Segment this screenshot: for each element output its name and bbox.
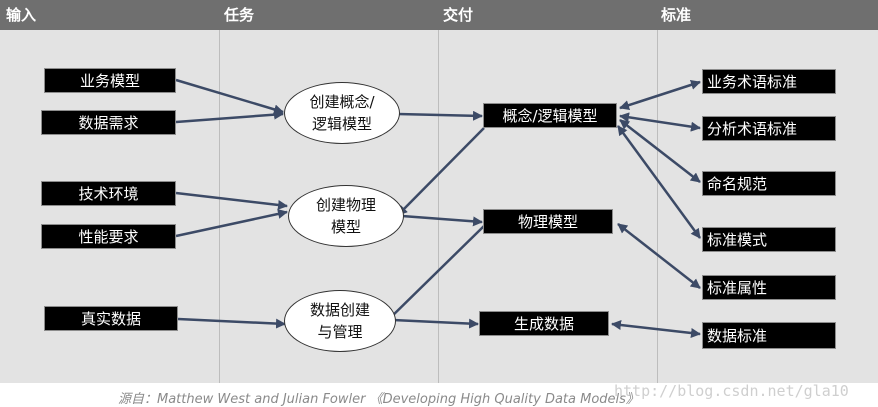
header-deliverable: 交付	[443, 6, 474, 24]
standard-patterns: 标准模式	[702, 227, 836, 252]
arrow-naming	[619, 119, 701, 183]
task-create-manage-data: 数据创建 与管理	[284, 290, 396, 352]
arrow-tech-to-physical	[175, 191, 288, 210]
header-standard: 标准	[661, 6, 692, 24]
arrow-data-standards	[611, 320, 701, 338]
arrow-model-to-physical-task	[397, 127, 485, 216]
standard-naming: 命名规范	[702, 171, 836, 196]
arrow-conceptual-to-model	[397, 110, 483, 121]
input-data-requirements: 数据需求	[41, 110, 176, 135]
arrow-business-to-conceptual	[175, 78, 284, 115]
header-bar	[0, 0, 878, 30]
input-business-model: 业务模型	[44, 68, 176, 93]
arrow-physical-task-to-physical-model	[401, 214, 483, 227]
deliverable-generated-data: 生成数据	[479, 311, 609, 336]
task-create-physical: 创建物理 模型	[288, 185, 404, 247]
arrow-attributes	[617, 223, 701, 289]
arrow-patterns	[616, 125, 702, 239]
standard-attributes: 标准属性	[702, 275, 836, 300]
input-performance-requirements: 性能要求	[41, 224, 176, 249]
arrow-manage-to-generated	[392, 318, 479, 329]
source-caption: 源自：Matthew West and Julian Fowler 《Devel…	[118, 392, 639, 407]
arrow-analysis-terms	[619, 112, 701, 132]
arrow-performance-to-physical	[175, 209, 288, 238]
arrow-physical-model-to-manage	[385, 225, 485, 323]
header-task: 任务	[224, 6, 255, 24]
standard-analysis-terms: 分析术语标准	[702, 116, 836, 141]
arrow-requirements-to-conceptual	[175, 109, 284, 124]
arrow-realdata-to-manage	[177, 317, 286, 329]
column-divider	[219, 30, 220, 383]
arrow-business-terms	[619, 80, 701, 110]
input-real-data: 真实数据	[44, 306, 178, 331]
watermark: http://blog.csdn.net/gla10	[614, 382, 849, 400]
deliverable-conceptual-logical-model: 概念/逻辑模型	[483, 103, 617, 128]
deliverable-physical-model: 物理模型	[483, 209, 613, 234]
standard-business-terms: 业务术语标准	[702, 69, 836, 94]
standard-data-standards: 数据标准	[702, 322, 836, 349]
column-divider	[438, 30, 439, 383]
task-create-conceptual-logical: 创建概念/ 逻辑模型	[284, 82, 400, 144]
header-input: 输入	[6, 6, 37, 24]
input-tech-environment: 技术环境	[41, 181, 176, 206]
